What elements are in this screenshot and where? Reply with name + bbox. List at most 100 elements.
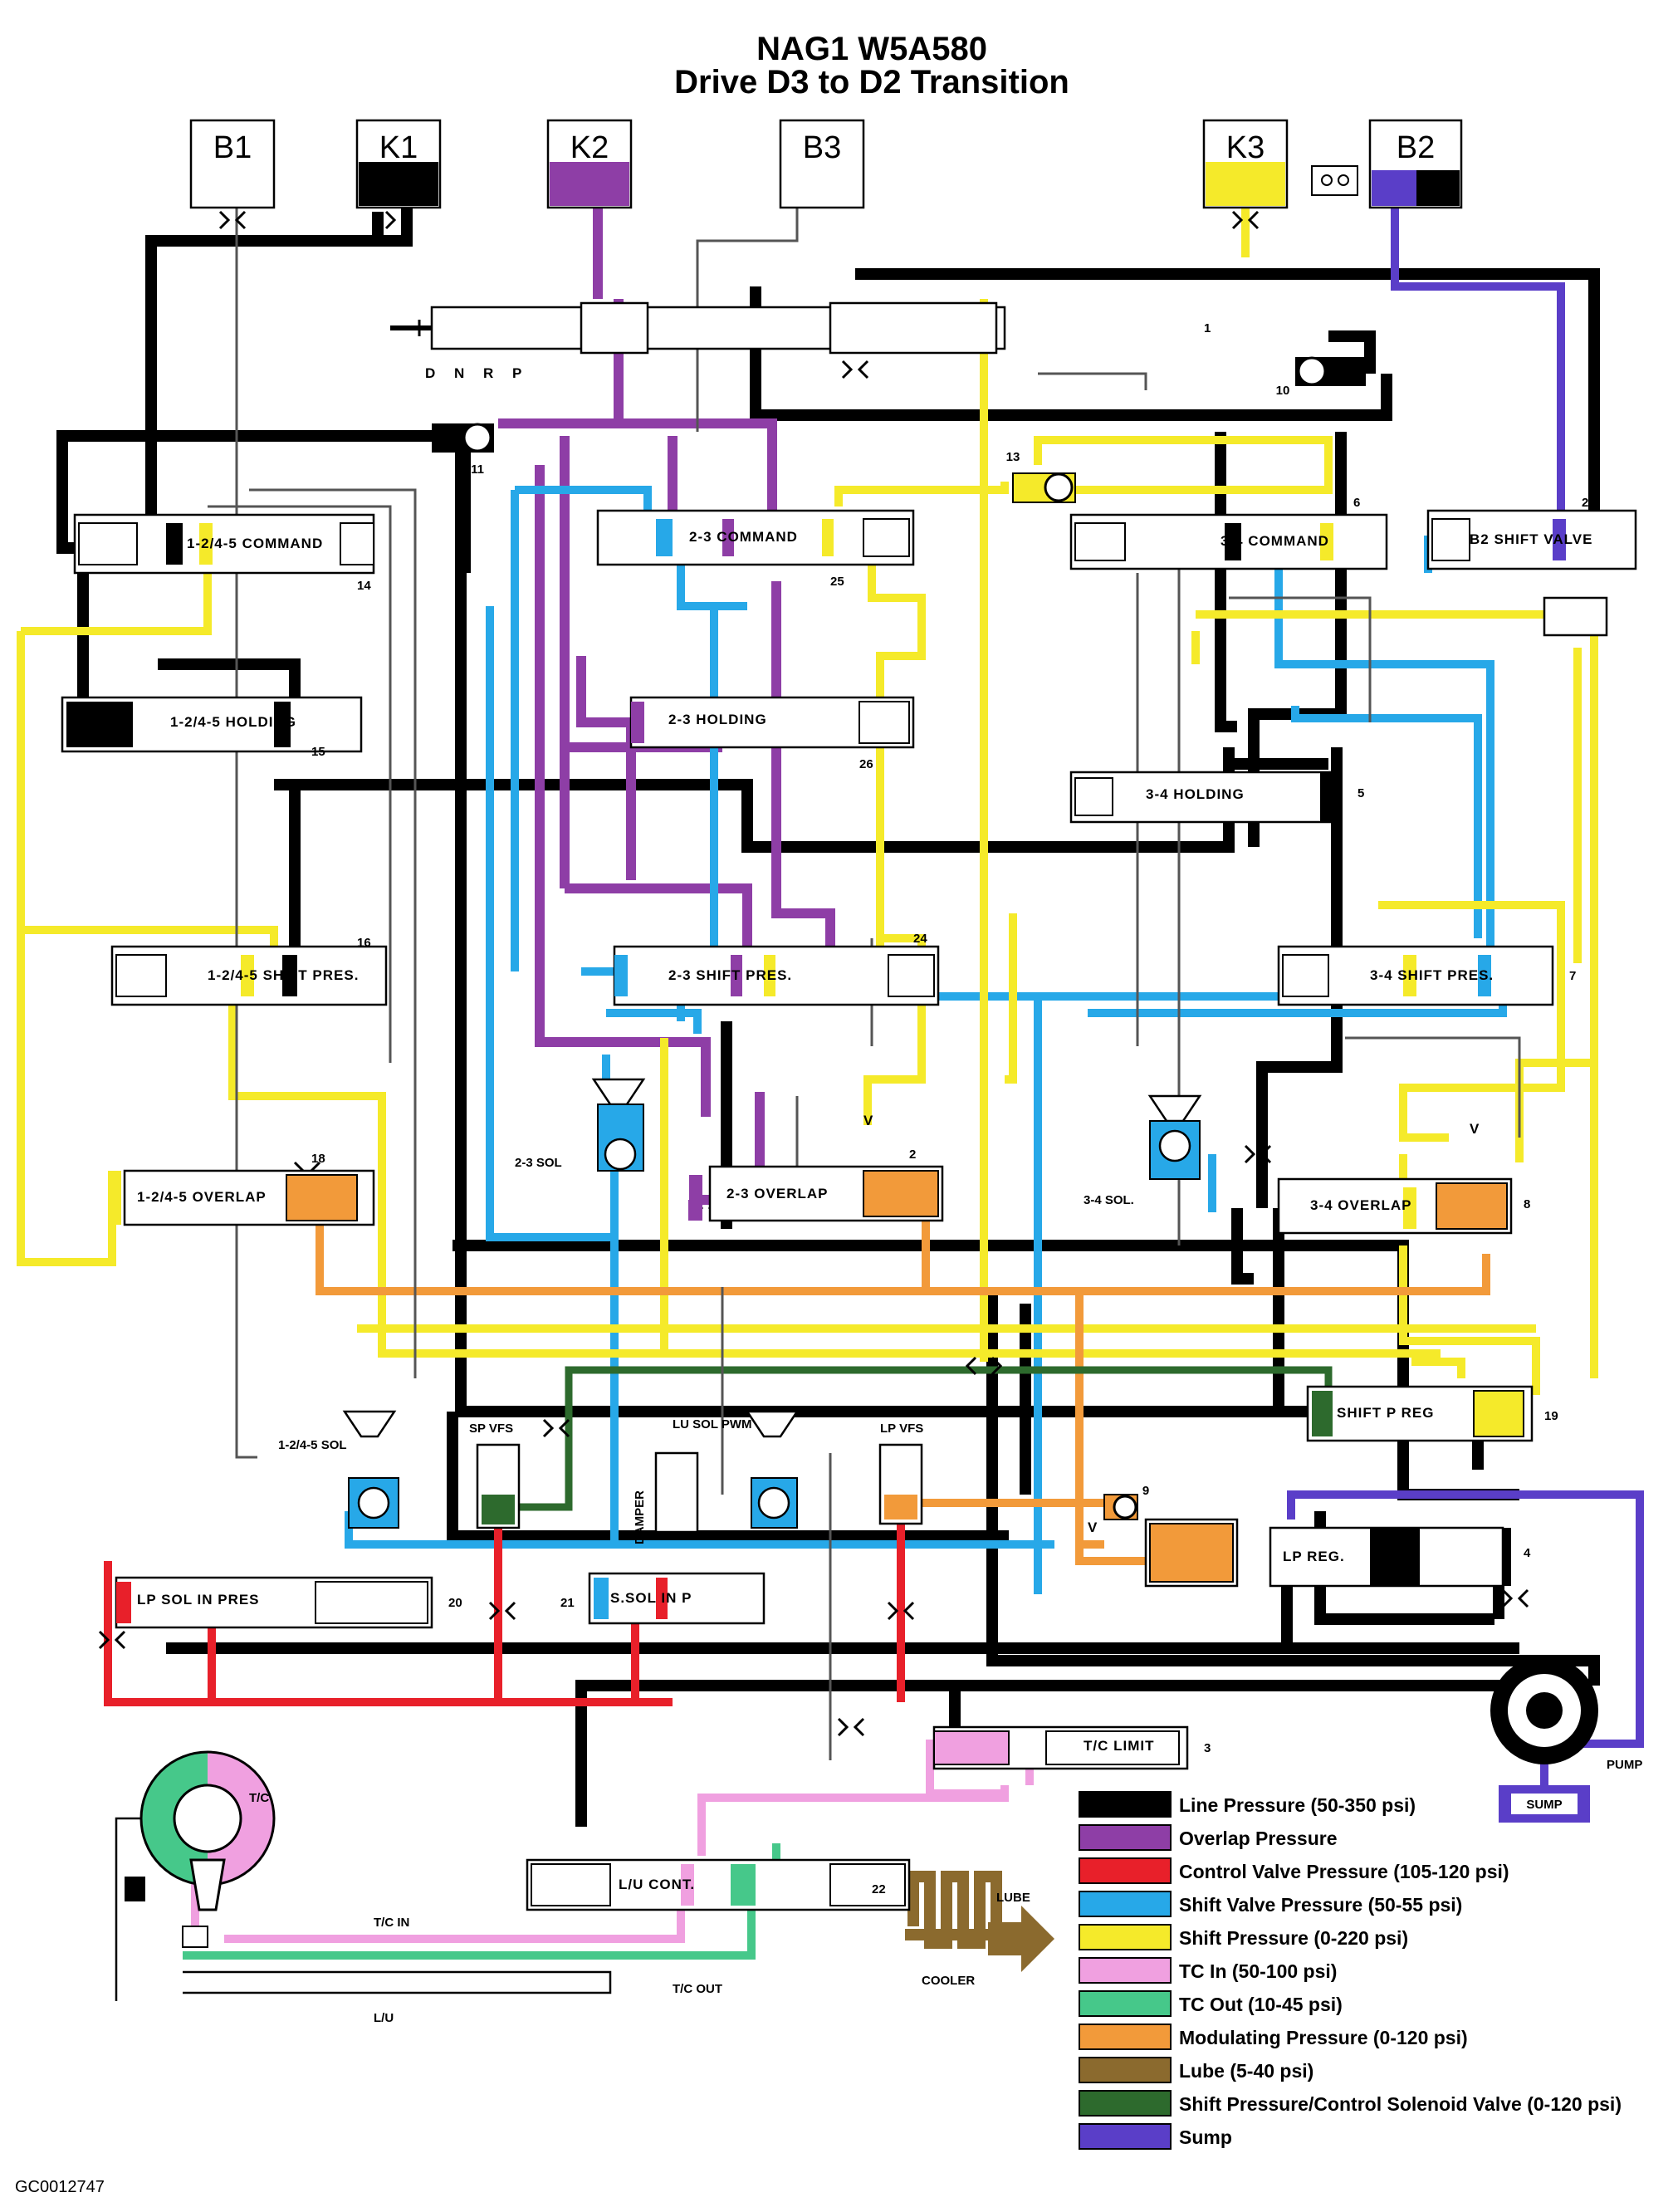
pump-label: PUMP — [1607, 1758, 1642, 1772]
chamber-b2: B2 — [1311, 119, 1463, 209]
valve-b2-shift: B2 SHIFT VALVE 27 — [1426, 496, 1637, 637]
solenoid-1-2-4-5: 1-2/4-5 SOL — [278, 1410, 399, 1529]
legend-item: Shift Valve Pressure (50-55 psi) — [1079, 1891, 1462, 1917]
valve-3-4-overlap-label: 3-4 OVERLAP — [1310, 1197, 1411, 1213]
legend-item: Control Valve Pressure (105-120 psi) — [1079, 1857, 1509, 1884]
legend-swatch — [1079, 1791, 1172, 1818]
check-ball-9-label: 9 — [1142, 1484, 1149, 1498]
valve-2-3-holding: 2-3 HOLDING 26 — [629, 696, 915, 771]
valve-2-3-overlap-label: 2-3 OVERLAP — [726, 1186, 828, 1201]
legend-label: TC Out (10-45 psi) — [1179, 1994, 1343, 2015]
valve-1-2-4-5-shift-pres-number: 16 — [357, 936, 371, 950]
legend-swatch — [1079, 1957, 1172, 1984]
legend-swatch — [1079, 2057, 1172, 2083]
solenoid-2-3: 2-3 SOL — [515, 1078, 646, 1172]
legend-item: Overlap Pressure — [1079, 1824, 1338, 1851]
sump: SUMP — [1499, 1785, 1590, 1823]
valve-2-3-holding-label: 2-3 HOLDING — [668, 712, 767, 727]
valve-lu-cont: L/U CONT. 22 — [526, 1858, 911, 1911]
manual-position-p: P — [512, 365, 522, 381]
legend-label: Control Valve Pressure (105-120 psi) — [1179, 1861, 1509, 1882]
legend-item: Shift Pressure (0-220 psi) — [1079, 1924, 1408, 1950]
check-ball-9: 9 — [1103, 1484, 1149, 1520]
legend-swatch — [1079, 1857, 1172, 1884]
legend-item: Line Pressure (50-350 psi) — [1079, 1791, 1416, 1818]
legend-label: TC In (50-100 psi) — [1179, 1960, 1337, 1982]
valve-2-3-command-number: 25 — [830, 575, 844, 589]
manual-position-n: N — [454, 365, 465, 381]
solenoid-3-4-label: 3-4 SOL. — [1084, 1193, 1134, 1207]
valve-1-2-4-5-command: 1-2/4-5 COMMAND 14 — [73, 513, 375, 593]
legend-item: Sump — [1079, 2123, 1232, 2150]
legend-item: TC In (50-100 psi) — [1079, 1957, 1337, 1984]
sump-label: SUMP — [1526, 1798, 1562, 1812]
valve-3-4-command-label: 3-4 COMMAND — [1221, 533, 1329, 549]
legend-label: Shift Pressure (0-220 psi) — [1179, 1927, 1408, 1949]
pipes-shift-solenoid — [515, 1366, 1333, 1511]
legend-item: Modulating Pressure (0-120 psi) — [1079, 2024, 1468, 2050]
exhaust-v-marker: V — [863, 1113, 873, 1128]
exhaust-v-marker: V — [1088, 1520, 1098, 1535]
chamber-b1: B1 — [189, 119, 276, 209]
valve-3-4-overlap-number: 8 — [1524, 1197, 1530, 1211]
valve-b2-shift-number: 27 — [1582, 496, 1596, 510]
legend-swatch — [1079, 2024, 1172, 2050]
legend-swatch — [1079, 2090, 1172, 2117]
valve-b2-shift-label: B2 SHIFT VALVE — [1470, 531, 1592, 547]
valve-3-4-shift-pres: 3-4 SHIFT PRES. 7 — [1277, 945, 1576, 1006]
tc-in-label: T/C IN — [374, 1916, 409, 1930]
valve-tc-limit: T/C LIMIT 3 — [932, 1725, 1211, 1770]
legend-swatch — [1079, 1824, 1172, 1851]
valve-tc-limit-label: T/C LIMIT — [1084, 1738, 1154, 1754]
valve-1-2-4-5-overlap-number: 18 — [311, 1152, 325, 1166]
valve-3-4-command: 3-4 COMMAND 6 — [1069, 496, 1388, 570]
valve-3-4-shift-pres-label: 3-4 SHIFT PRES. — [1370, 967, 1494, 983]
chamber-k2: K2 — [546, 119, 633, 209]
damper-label: DAMPER — [633, 1490, 647, 1544]
legend-swatch — [1079, 1891, 1172, 1917]
solenoid-lu-sol-pwm-label: LU SOL PWM — [673, 1417, 752, 1431]
check-ball-10-label: 10 — [1276, 384, 1290, 398]
valve-2-3-shift-pres-number: 24 — [913, 932, 927, 946]
lu-label: L/U — [374, 2011, 394, 2025]
valve-1-2-4-5-command-label: 1-2/4-5 COMMAND — [187, 536, 323, 551]
pump: PUMP — [1490, 1657, 1642, 1772]
valve-2-3-overlap: 2-3 OVERLAP 2 — [689, 1148, 944, 1222]
valve-lp-reg: LP REG. 4 — [1144, 1518, 1531, 1588]
valve-1-2-4-5-overlap: 1-2/4-5 OVERLAP 18 — [108, 1152, 375, 1226]
valve-3-4-holding: 3-4 HOLDING 5 — [1069, 771, 1364, 824]
check-ball-11: 11 — [432, 423, 494, 477]
valve-lp-reg-label: LP REG. — [1283, 1549, 1345, 1564]
solenoid-3-4: 3-4 SOL. — [1084, 1094, 1202, 1207]
tc-label: T/C — [249, 1791, 269, 1805]
valve-shift-p-reg-label: SHIFT P REG — [1337, 1405, 1434, 1421]
valve-2-3-shift-pres: 2-3 SHIFT PRES. 24 — [613, 932, 940, 1006]
valve-3-4-holding-label: 3-4 HOLDING — [1146, 786, 1245, 802]
valve-3-4-overlap: 3-4 OVERLAP 8 — [1277, 1177, 1530, 1235]
valve-1-2-4-5-holding-number: 15 — [311, 745, 325, 759]
legend-label: Shift Pressure/Control Solenoid Valve (0… — [1179, 2093, 1622, 2115]
valve-lu-cont-label: L/U CONT. — [619, 1877, 695, 1892]
chamber-k1: K1 — [355, 119, 442, 209]
legend-item: TC Out (10-45 psi) — [1079, 1990, 1343, 2017]
valve-shift-p-reg-number: 19 — [1544, 1409, 1558, 1423]
cooler-label: COOLER — [922, 1974, 975, 1988]
solenoid-1-2-4-5-label: 1-2/4-5 SOL — [278, 1438, 347, 1452]
valve-2-3-shift-pres-label: 2-3 SHIFT PRES. — [668, 967, 792, 983]
check-ball-11-label: 11 — [471, 462, 484, 477]
chamber-k3-label: K3 — [1226, 130, 1265, 165]
legend-label: Shift Valve Pressure (50-55 psi) — [1179, 1894, 1462, 1916]
lube-arrow — [988, 1906, 1054, 1972]
valve-lp-sol-in-pres: LP SOL IN PRES 20 — [115, 1576, 462, 1629]
check-ball-10: 10 — [1276, 356, 1366, 398]
chamber-b3: B3 — [779, 119, 865, 209]
tc-out-label: T/C OUT — [673, 1982, 722, 1996]
legend-label: Sump — [1179, 2126, 1232, 2148]
figure-id: GC0012747 — [15, 2178, 105, 2196]
torque-converter: T/C — [115, 1750, 276, 2001]
chamber-k2-label: K2 — [570, 130, 609, 165]
valve-1-2-4-5-holding: 1-2/4-5 HOLDING 15 — [61, 696, 363, 759]
legend-swatch — [1079, 1924, 1172, 1950]
valve-3-4-holding-number: 5 — [1357, 786, 1364, 800]
